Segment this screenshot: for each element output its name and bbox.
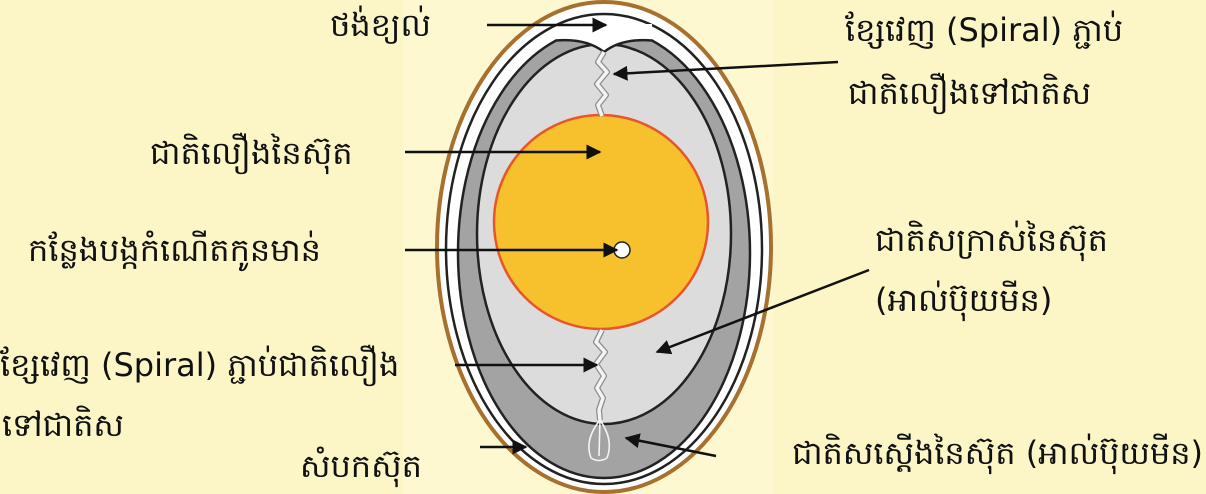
label-chalaza-top-line1: ខ្សែវេញ (Spiral) ភ្ជាប់ xyxy=(845,10,1123,50)
label-chalaza-top-line2: ជាតិលឿងទៅជាតិស xyxy=(848,73,1091,113)
label-air-cell: ថង់ខ្យល់ xyxy=(330,5,431,45)
label-thick-albumen-line1: ជាតិសក្រាស់នៃស៊ុត xyxy=(875,220,1108,260)
label-shell: សំបកស៊ុត xyxy=(300,446,422,486)
label-chalaza-bottom-line1: ខ្សែវេញ (Spiral) ភ្ជាប់ជាតិលឿង xyxy=(0,345,399,385)
label-thick-albumen-line2: (អាល់ប៊ុយមីន) xyxy=(875,280,1052,320)
egg xyxy=(437,2,771,492)
yolk xyxy=(494,115,708,329)
label-chalaza-bottom-line2: ទៅជាតិស xyxy=(2,405,124,445)
label-germinal-disc: កន្លែងបង្កកំណើតកូនមាន់ xyxy=(28,230,321,270)
label-thin-albumen: ជាតិសស្តើងនៃស៊ុត (អាល់ប៊ុយមីន) xyxy=(792,433,1203,473)
label-yolk: ជាតិលឿងនៃស៊ុត xyxy=(150,133,353,173)
